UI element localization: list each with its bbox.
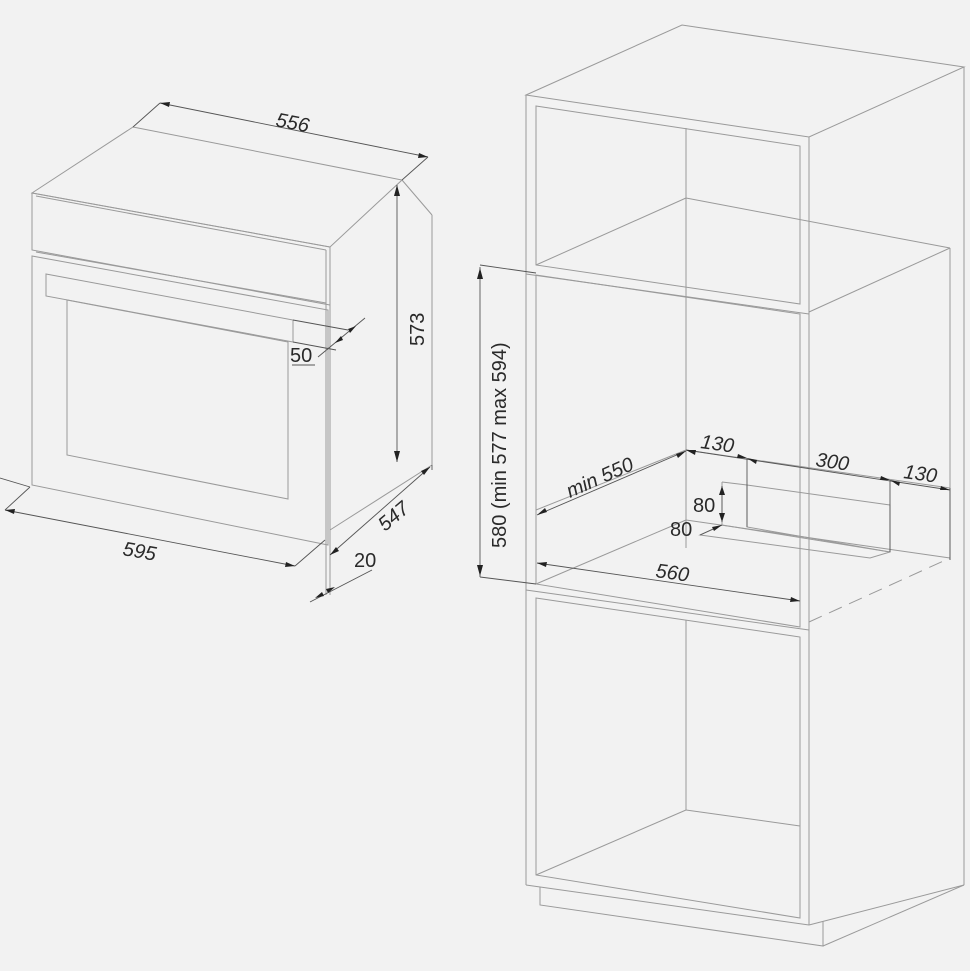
dim-oven-front-width: 595 <box>121 538 159 566</box>
dim-niche-depth: min 550 <box>563 454 637 503</box>
oven-window <box>66 299 289 500</box>
dim-oven-height: 573 <box>407 313 429 346</box>
oven-door <box>31 255 329 546</box>
dim-vent-height: 80 <box>693 495 715 517</box>
dim-vent-right-offset: 130 <box>902 461 938 487</box>
dim-vent-depth: 80 <box>670 519 692 541</box>
dim-niche-width: 560 <box>654 560 690 586</box>
oven-handle <box>45 273 294 343</box>
dim-oven-side-depth: 547 <box>374 497 414 536</box>
ventilation-opening-floor <box>698 524 891 559</box>
cabinet-plinth <box>539 887 824 947</box>
oven-control-panel <box>31 192 331 306</box>
dim-vent-left-offset: 130 <box>699 431 735 457</box>
dim-oven-top-depth: 556 <box>274 109 312 137</box>
cabinet-dimensions: 580 (min 577 max 594) min 550 560 130 30… <box>477 264 951 602</box>
cabinet-top-face <box>524 24 966 138</box>
oven-dimensions: 556 573 595 547 20 50 <box>0 102 433 603</box>
dim-handle-projection: 50 <box>290 345 312 367</box>
ventilation-opening-back <box>746 484 891 553</box>
oven-drawing <box>30 126 433 595</box>
dim-vent-width: 300 <box>814 449 850 475</box>
upper-compartment <box>535 105 801 305</box>
oven-niche <box>535 274 801 628</box>
oven-top-face <box>30 126 404 248</box>
lower-compartment <box>535 597 801 919</box>
dim-front-panel-thickness: 20 <box>354 550 376 572</box>
dim-niche-height: 580 (min 577 max 594) <box>489 342 511 548</box>
